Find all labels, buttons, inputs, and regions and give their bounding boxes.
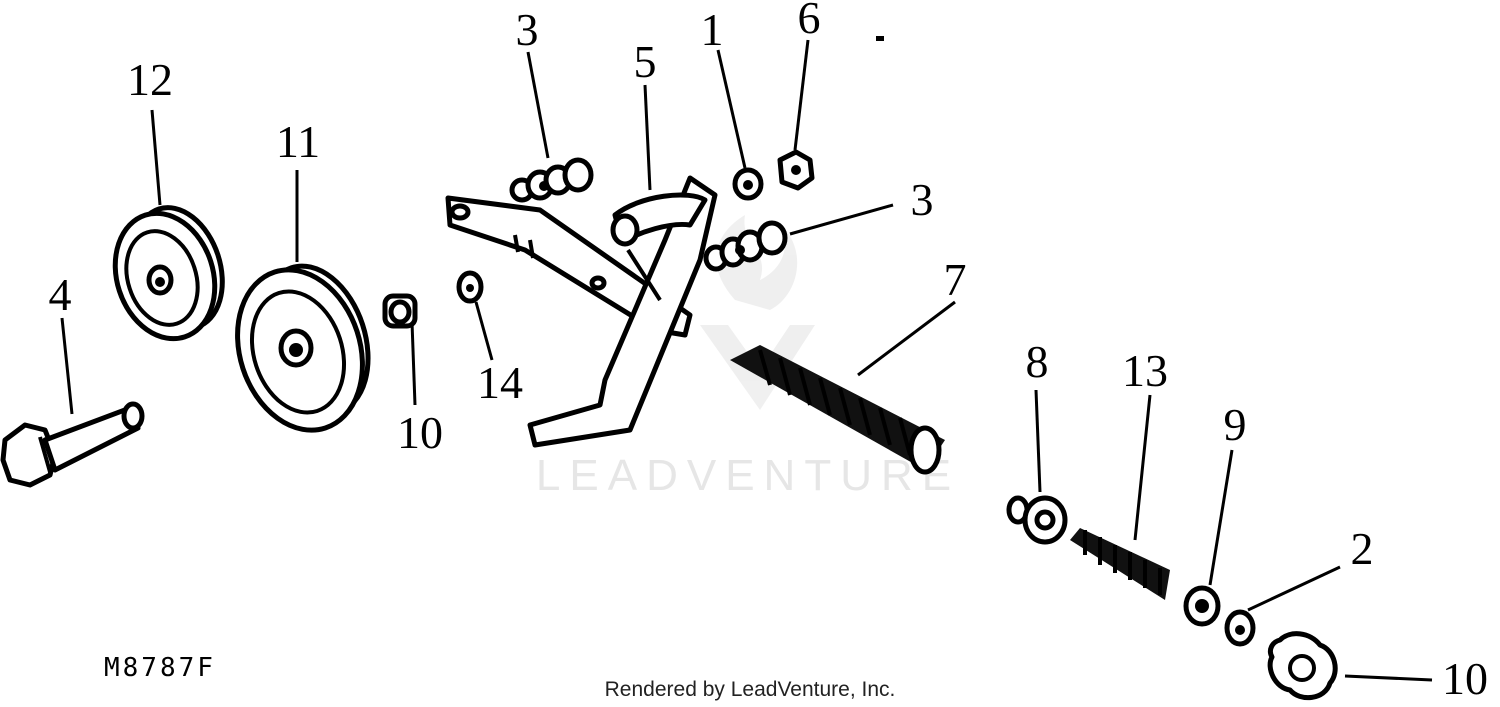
leader-5 (643, 84, 652, 191)
callout-5: 5 (634, 36, 657, 87)
part-small-pulley (112, 205, 225, 342)
part-spring-stud (1006, 495, 1068, 545)
leader-8 (1034, 389, 1042, 493)
leader-7 (857, 300, 956, 377)
leader-2 (1247, 565, 1341, 612)
callout-7: 7 (944, 254, 967, 305)
callout-numbers: 3 5 1 6 3 7 12 11 4 10 14 8 13 9 2 10 (49, 0, 1489, 704)
leader-4 (60, 317, 74, 415)
callout-6: 6 (798, 0, 821, 43)
callout-8: 8 (1026, 336, 1049, 387)
part-bolt (0, 401, 145, 488)
part-bracket-bolt-upper (509, 157, 594, 203)
part-large-spring (730, 345, 945, 475)
part-small-nut (456, 270, 484, 304)
leader-1 (716, 49, 747, 169)
callout-11: 10 (397, 407, 443, 458)
part-bushing (382, 293, 418, 329)
part-adjusting-knob (1267, 631, 1338, 701)
part-bracket-bolt-lower (703, 220, 788, 272)
callout-9: 9 (1224, 399, 1247, 450)
part-washer (1183, 585, 1221, 627)
part-large-pulley (235, 263, 371, 433)
part-small-spring (1070, 528, 1170, 600)
part-nut-2 (1224, 609, 1256, 647)
stray-mark (876, 36, 884, 41)
leader-11 (410, 321, 417, 406)
leader-15 (474, 301, 494, 361)
callout-12: 11 (276, 116, 320, 167)
callout-15: 14 (477, 357, 523, 408)
callout-13: 12 (127, 54, 173, 105)
leader-10 (1344, 674, 1433, 682)
part-idler-bracket (445, 175, 718, 448)
callout-10: 10 (1442, 653, 1488, 704)
render-credit: Rendered by LeadVenture, Inc. (605, 678, 896, 701)
callout-3-top: 3 (516, 4, 539, 55)
callout-leaders (60, 39, 1433, 682)
leader-6 (793, 39, 810, 151)
part-nut-1 (732, 167, 764, 201)
leader-3-right (789, 203, 894, 236)
callout-4: 4 (49, 269, 72, 320)
callout-3-right: 3 (911, 174, 934, 225)
part-lock-nut (777, 149, 815, 191)
leader-9 (1208, 449, 1234, 586)
callout-2: 2 (1351, 523, 1374, 574)
leader-13 (150, 109, 162, 206)
watermark-text: LEADVENTURE (536, 451, 960, 500)
callout-14: 13 (1122, 345, 1168, 396)
figure-code: M8787F (104, 653, 216, 683)
callout-1: 1 (701, 4, 724, 55)
leader-3-top (526, 51, 550, 159)
leader-14 (1133, 394, 1152, 541)
